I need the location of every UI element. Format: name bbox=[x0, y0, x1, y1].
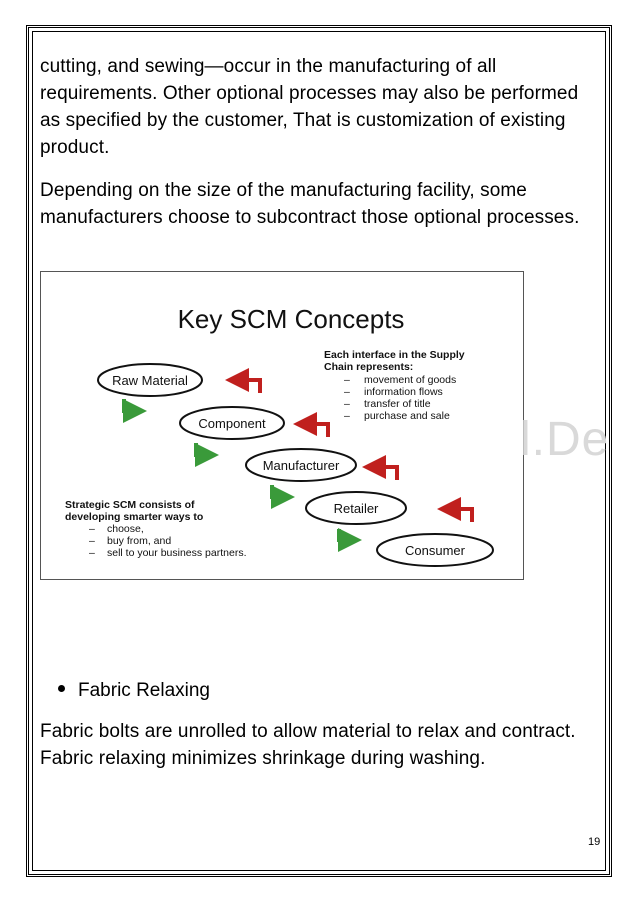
forward-arrow-icon bbox=[337, 528, 362, 552]
paragraph-fabric-relaxing: Fabric bolts are unrolled to allow mater… bbox=[40, 721, 576, 769]
return-arrow-icon bbox=[362, 455, 399, 480]
interface-item: transfer of title bbox=[364, 398, 431, 410]
stage-label: Retailer bbox=[334, 501, 379, 516]
watermark-text: l.De bbox=[520, 413, 610, 466]
strategic-note: Strategic SCM consists of developing sma… bbox=[65, 499, 246, 559]
page-border bbox=[26, 25, 612, 877]
return-arrow-icon bbox=[293, 412, 330, 437]
strategic-dash: – bbox=[89, 523, 95, 535]
interface-item: movement of goods bbox=[364, 374, 456, 386]
stage-label: Component bbox=[198, 416, 266, 431]
bullet-icon bbox=[58, 685, 65, 693]
strategic-item: choose, bbox=[107, 523, 144, 535]
interface-note: Each interface in the Supply Chain repre… bbox=[324, 349, 465, 422]
interface-heading: Chain represents: bbox=[324, 361, 413, 373]
stage-raw-material: Raw Material bbox=[97, 363, 203, 397]
interface-dash: – bbox=[344, 410, 350, 422]
scm-concepts-figure: Key SCM Concepts Raw Material Component … bbox=[40, 271, 524, 580]
strategic-dash: – bbox=[89, 535, 95, 547]
strategic-dash: – bbox=[89, 547, 95, 559]
forward-arrow-icon bbox=[270, 485, 295, 509]
figure-title: Key SCM Concepts bbox=[178, 304, 405, 334]
interface-dash: – bbox=[344, 374, 350, 386]
page-number: 19 bbox=[588, 836, 601, 848]
forward-arrow-icon bbox=[122, 399, 147, 423]
stage-retailer: Retailer bbox=[305, 491, 407, 525]
stage-component: Component bbox=[179, 406, 285, 440]
strategic-item: buy from, and bbox=[107, 535, 171, 547]
bullet-label: Fabric Relaxing bbox=[78, 680, 210, 701]
return-arrow-icon bbox=[437, 497, 474, 522]
strategic-heading: developing smarter ways to bbox=[65, 511, 203, 523]
stage-label: Raw Material bbox=[112, 373, 188, 388]
stage-label: Consumer bbox=[405, 543, 466, 558]
forward-arrow-icon bbox=[194, 443, 219, 467]
bullet-item-fabric-relaxing: Fabric Relaxing bbox=[58, 677, 210, 704]
interface-dash: – bbox=[344, 398, 350, 410]
stage-label: Manufacturer bbox=[263, 458, 340, 473]
paragraph-subcontract: Depending on the size of the manufacturi… bbox=[40, 180, 580, 228]
strategic-item: sell to your business partners. bbox=[107, 547, 246, 559]
interface-heading: Each interface in the Supply bbox=[324, 349, 465, 361]
strategic-heading: Strategic SCM consists of bbox=[65, 499, 195, 511]
return-arrow-icon bbox=[225, 368, 262, 393]
stage-manufacturer: Manufacturer bbox=[245, 448, 357, 482]
interface-item: information flows bbox=[364, 386, 443, 398]
interface-item: purchase and sale bbox=[364, 410, 450, 422]
interface-dash: – bbox=[344, 386, 350, 398]
paragraph-cutting-sewing: cutting, and sewing—occur in the manufac… bbox=[40, 56, 579, 158]
stage-consumer: Consumer bbox=[376, 533, 494, 567]
